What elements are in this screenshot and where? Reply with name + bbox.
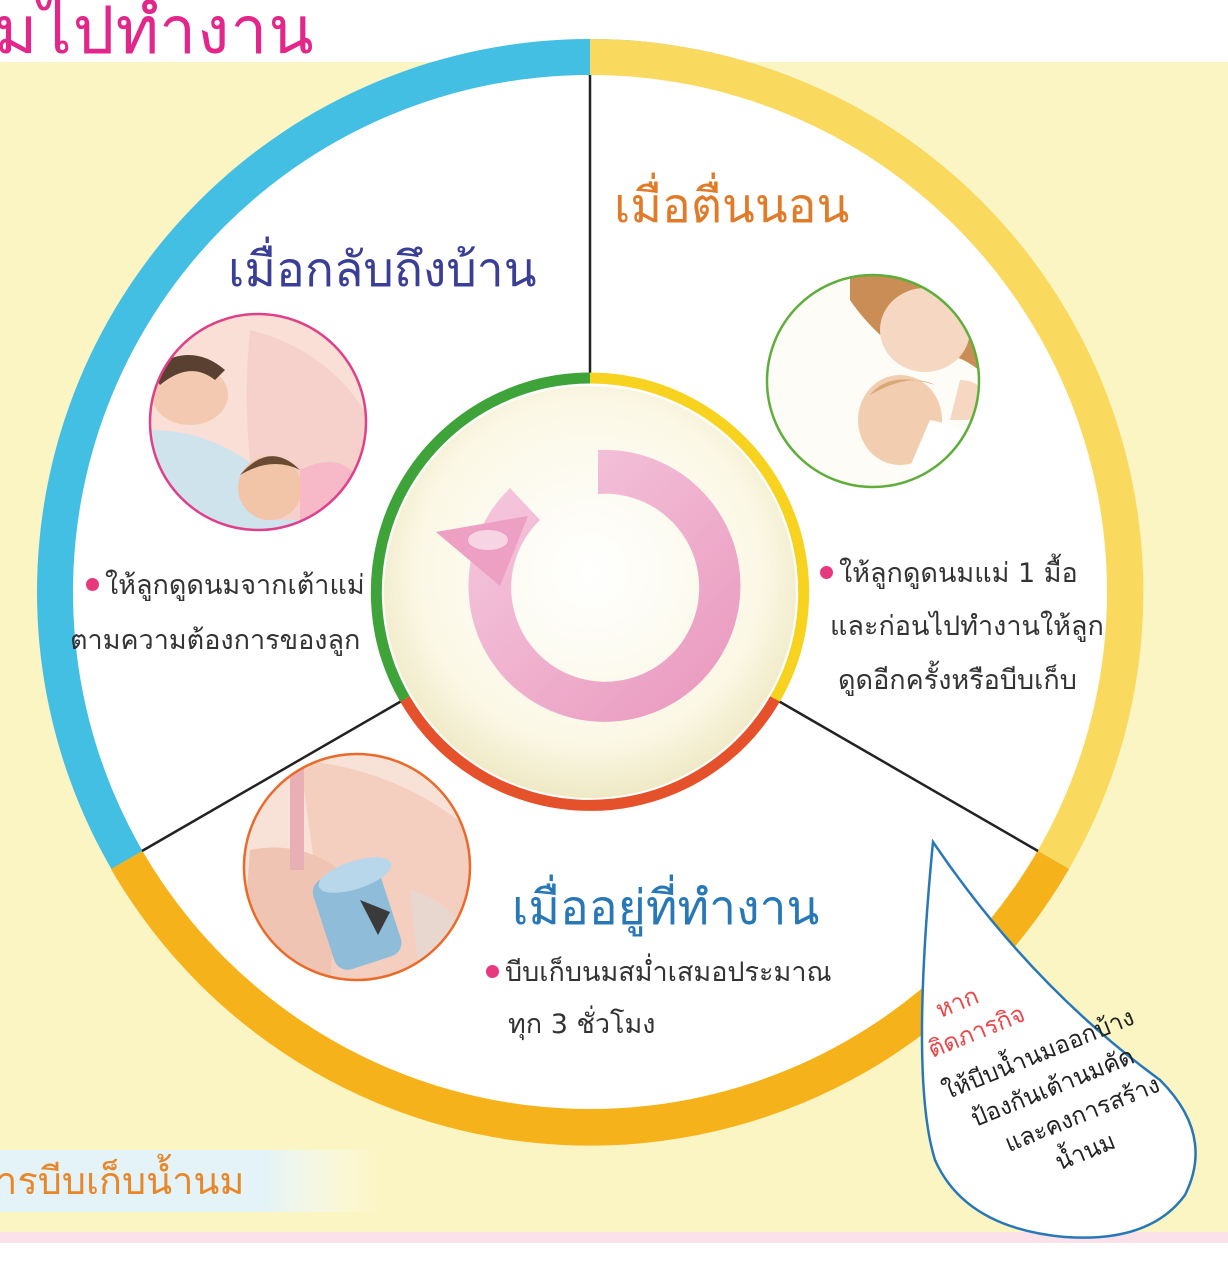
wake-line-3: ดูดอีกครั้งหรือบีบเก็บ: [838, 658, 1077, 701]
page-title: มไปทำงาน: [0, 0, 315, 83]
home-section-title: เมื่อกลับถึงบ้าน: [228, 232, 537, 308]
wake-section-title: เมื่อตื่นนอน: [614, 168, 849, 244]
pink-dot-icon: [820, 566, 833, 579]
pink-dot-icon: [486, 965, 499, 978]
wake-line-1-text: ให้ลูกดูดนมแม่ 1 มื้อ: [839, 558, 1078, 589]
work-line-1-text: บีบเก็บนมสม่ำเสมอประมาณ: [505, 957, 832, 988]
infographic: มไปทำงาน เมื่อกลับถึงบ้าน ให้ลูกดูดนมจาก…: [0, 0, 1228, 1243]
work-line-2: ทุก 3 ชั่วโมง: [508, 1002, 655, 1045]
home-line-1: ให้ลูกดูดนมจากเต้าแม่: [86, 563, 365, 606]
work-section-title: เมื่ออยู่ที่ทำงาน: [512, 870, 819, 946]
home-line-2: ตามความต้องการของลูก: [70, 618, 360, 661]
pink-dot-icon: [86, 578, 99, 591]
wake-line-2: และก่อนไปทำงานให้ลูก: [830, 604, 1104, 647]
wake-line-1: ให้ลูกดูดนมแม่ 1 มื้อ: [820, 551, 1078, 594]
bottom-section-label: ารบีบเก็บน้ำนม: [0, 1150, 244, 1211]
home-line-1-text: ให้ลูกดูดนมจากเต้าแม่: [105, 570, 365, 601]
work-line-1: บีบเก็บนมสม่ำเสมอประมาณ: [486, 950, 832, 993]
